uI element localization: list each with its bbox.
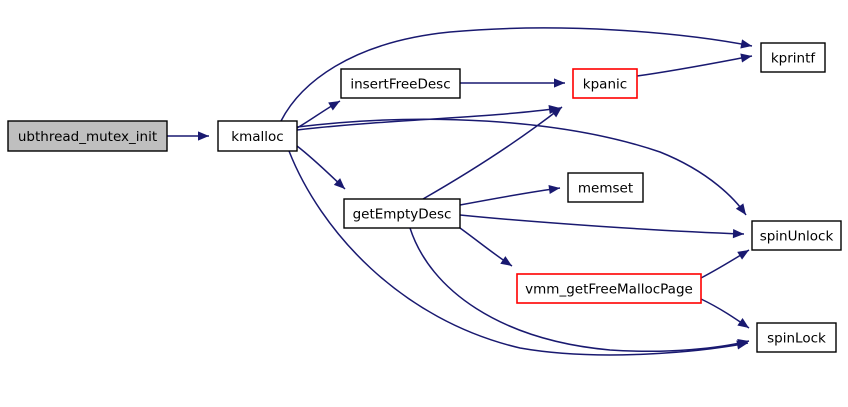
edge-vmm_getFreeMallocPage-to-spinUnlock: [700, 249, 750, 279]
node-label-insertFreeDesc: insertFreeDesc: [350, 77, 450, 93]
node-label-memset: memset: [578, 181, 633, 197]
edge-arrowhead: [500, 256, 512, 266]
edge-arrowhead: [198, 131, 209, 141]
edge-arrowhead: [740, 53, 752, 63]
node-box-spinLock[interactable]: [756, 322, 837, 353]
edge-kmalloc-to-kpanic: [296, 104, 561, 131]
edge-kmalloc-to-getEmptyDesc: [296, 145, 346, 190]
node-label-kprintf: kprintf: [771, 51, 817, 67]
node-box-ubthread_mutex_init[interactable]: [7, 120, 168, 152]
node-box-memset[interactable]: [567, 172, 644, 203]
node-box-vmm_getFreeMallocPage[interactable]: [516, 273, 702, 304]
node-vmm_getFreeMallocPage[interactable]: vmm_getFreeMallocPage: [516, 273, 702, 304]
edge-line: [409, 227, 750, 353]
edge-vmm_getFreeMallocPage-to-spinLock: [700, 298, 750, 329]
edge-line: [459, 187, 561, 206]
edge-kpanic-to-kprintf: [636, 53, 753, 77]
node-ubthread_mutex_init[interactable]: ubthread_mutex_init: [7, 120, 168, 152]
edge-getEmptyDesc-to-vmm_getFreeMallocPage: [459, 227, 513, 267]
node-label-vmm_getFreeMallocPage: vmm_getFreeMallocPage: [525, 282, 693, 298]
edge-arrowhead: [737, 338, 749, 348]
edges-layer: [167, 27, 753, 356]
edge-getEmptyDesc-to-spinUnlock: [459, 214, 745, 239]
node-kmalloc[interactable]: kmalloc: [217, 120, 298, 152]
edge-arrowhead: [737, 250, 749, 260]
edge-arrowhead: [735, 203, 746, 215]
node-spinUnlock[interactable]: spinUnlock: [751, 220, 842, 251]
node-box-insertFreeDesc[interactable]: [340, 68, 461, 99]
edge-line: [459, 214, 745, 235]
edge-arrowhead: [333, 178, 345, 189]
node-getEmptyDesc[interactable]: getEmptyDesc: [343, 198, 461, 229]
node-box-kpanic[interactable]: [572, 68, 638, 99]
node-box-kprintf[interactable]: [760, 42, 826, 73]
node-box-kmalloc[interactable]: [217, 120, 298, 152]
node-label-kmalloc: kmalloc: [231, 129, 283, 145]
edge-getEmptyDesc-to-spinLock: [409, 227, 750, 353]
edge-ubthread_mutex_init-to-kmalloc: [167, 131, 209, 141]
edge-line: [288, 150, 749, 356]
edge-arrowhead: [554, 78, 565, 88]
edge-arrowhead: [740, 39, 752, 49]
node-label-spinUnlock: spinUnlock: [760, 229, 834, 245]
node-label-ubthread_mutex_init: ubthread_mutex_init: [18, 129, 157, 145]
node-insertFreeDesc[interactable]: insertFreeDesc: [340, 68, 461, 99]
node-box-spinUnlock[interactable]: [751, 220, 842, 251]
edge-kmalloc-to-kprintf: [280, 27, 753, 122]
edge-arrowhead: [732, 228, 744, 239]
edge-arrowhead: [548, 184, 560, 195]
edge-arrowhead: [737, 317, 749, 328]
edge-line: [636, 55, 753, 77]
edge-line: [422, 106, 563, 200]
node-label-spinLock: spinLock: [767, 331, 826, 347]
edge-line: [280, 27, 753, 122]
edge-getEmptyDesc-to-memset: [459, 184, 561, 206]
node-box-getEmptyDesc[interactable]: [343, 198, 461, 229]
edge-getEmptyDesc-to-kpanic: [422, 106, 563, 200]
edge-arrowhead: [550, 107, 562, 118]
node-kprintf[interactable]: kprintf: [760, 42, 826, 73]
node-memset[interactable]: memset: [567, 172, 644, 203]
nodes-layer: ubthread_mutex_init kmalloc insertFreeDesc…: [7, 42, 842, 353]
node-kpanic[interactable]: kpanic: [572, 68, 638, 99]
node-spinLock[interactable]: spinLock: [756, 322, 837, 353]
edge-kmalloc_outer-to-spinUnlock: [296, 118, 747, 216]
node-label-kpanic: kpanic: [583, 77, 627, 93]
edge-arrowhead: [328, 101, 340, 111]
edge-line: [296, 118, 747, 216]
node-label-getEmptyDesc: getEmptyDesc: [353, 207, 452, 223]
edge-insertFreeDesc-to-kpanic: [460, 78, 565, 88]
edge-kmalloc-to-spinLock: [288, 150, 749, 356]
